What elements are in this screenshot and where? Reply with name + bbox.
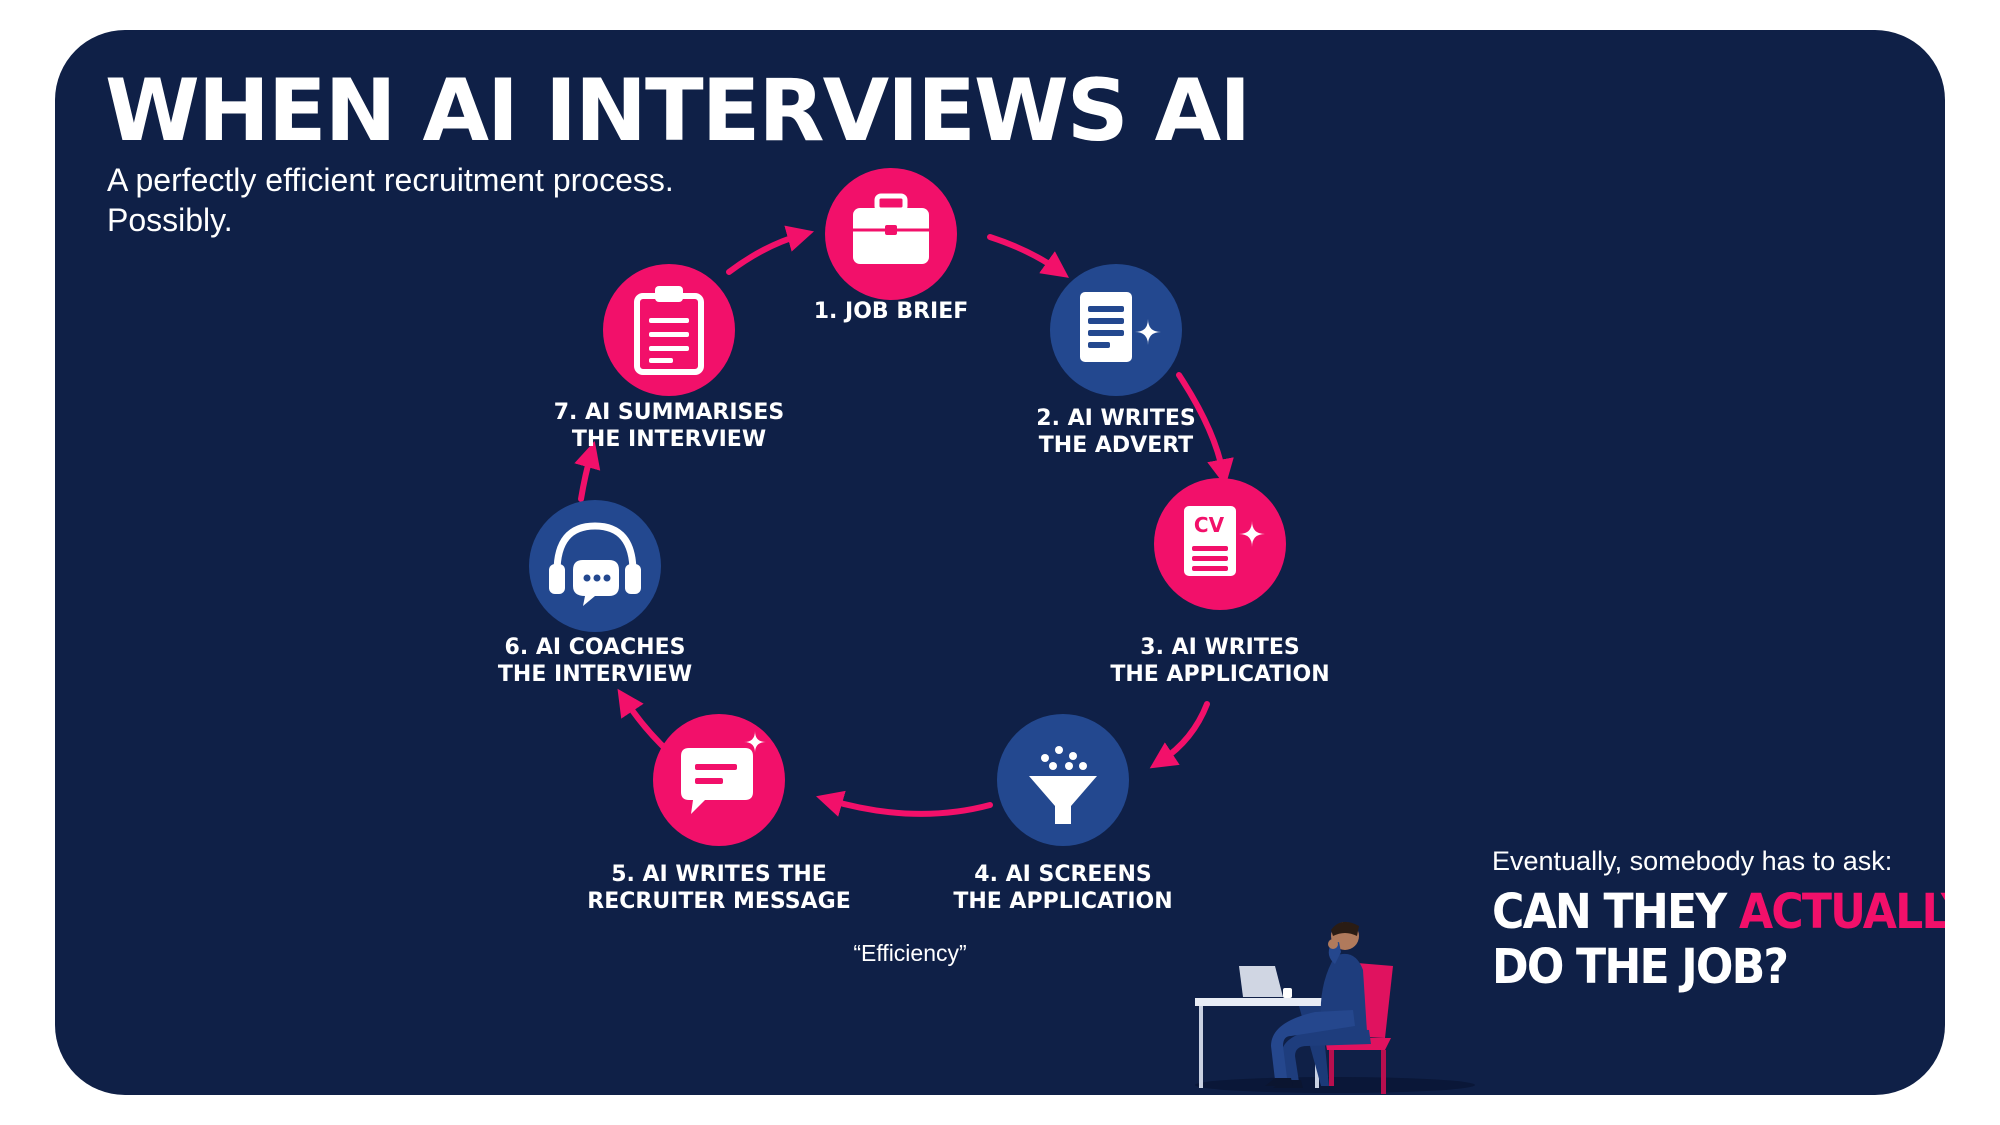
subtitle: A perfectly efficient recruitment proces… [107, 160, 807, 240]
briefcase-icon [853, 193, 929, 264]
step-node [603, 264, 735, 396]
subtitle-line: A perfectly efficient recruitment proces… [107, 162, 674, 198]
step-label-line: 6. AI COACHES [504, 635, 686, 660]
headset-icon [549, 522, 641, 606]
cycle-arrow [1176, 372, 1234, 487]
sparkle-icon [1239, 521, 1265, 547]
chat-sparkle-icon [681, 731, 766, 814]
step-label: 1. JOB BRIEF [814, 298, 969, 325]
question-line-2: DO THE JOB? [1492, 939, 1789, 995]
recruitment-cycle: CV [529, 168, 1286, 846]
cycle-arrow [1149, 701, 1210, 769]
step-label-line: THE INTERVIEW [571, 427, 767, 452]
eventually-ask-text: Eventually, somebody has to ask: [1492, 846, 1893, 876]
person-at-desk-icon [1195, 921, 1475, 1094]
question-prefix: CAN THEY [1492, 884, 1739, 940]
funnel-icon [1029, 746, 1097, 824]
step-label-line: RECRUITER MESSAGE [587, 889, 851, 914]
document-sparkle-icon [1080, 292, 1161, 362]
question-line-1: CAN THEY ACTUALLY [1492, 885, 1945, 940]
step-label-line: 2. AI WRITES [1036, 406, 1196, 431]
step-label-line: 5. AI WRITES THE [611, 862, 827, 887]
step-label-line: THE INTERVIEW [497, 662, 693, 687]
sparkle-icon [744, 731, 766, 753]
step-label-line: THE APPLICATION [953, 889, 1173, 914]
question-accent: ACTUALLY [1738, 884, 1945, 940]
step-label-line: 1. JOB BRIEF [813, 299, 969, 324]
cycle-arrow [574, 441, 601, 502]
sparkle-icon [1135, 319, 1161, 345]
cycle-arrow [816, 790, 993, 817]
page-title: WHEN AI INTERVIEWS AI [105, 61, 1251, 161]
step-label-line: THE APPLICATION [1110, 662, 1330, 687]
step-label-line: THE ADVERT [1038, 433, 1194, 458]
cycle-arrow [987, 234, 1069, 278]
infographic-card: WHEN AI INTERVIEWS AI A perfectly effici… [55, 30, 1945, 1095]
clipboard-icon [634, 286, 704, 375]
cv-text: CV [1194, 513, 1225, 537]
step-label-line: 4. AI SCREENS [974, 862, 1152, 887]
subtitle-line: Possibly. [107, 202, 233, 238]
step-label-line: 7. AI SUMMARISES [553, 400, 785, 425]
cv-sparkle-icon: CV [1184, 506, 1265, 576]
job-question: CAN THEY ACTUALLY DO THE JOB? [1492, 885, 1945, 995]
efficiency-caption: “Efficiency” [853, 940, 967, 966]
cycle-arrow [726, 225, 815, 275]
step-label-line: 3. AI WRITES [1140, 635, 1300, 660]
